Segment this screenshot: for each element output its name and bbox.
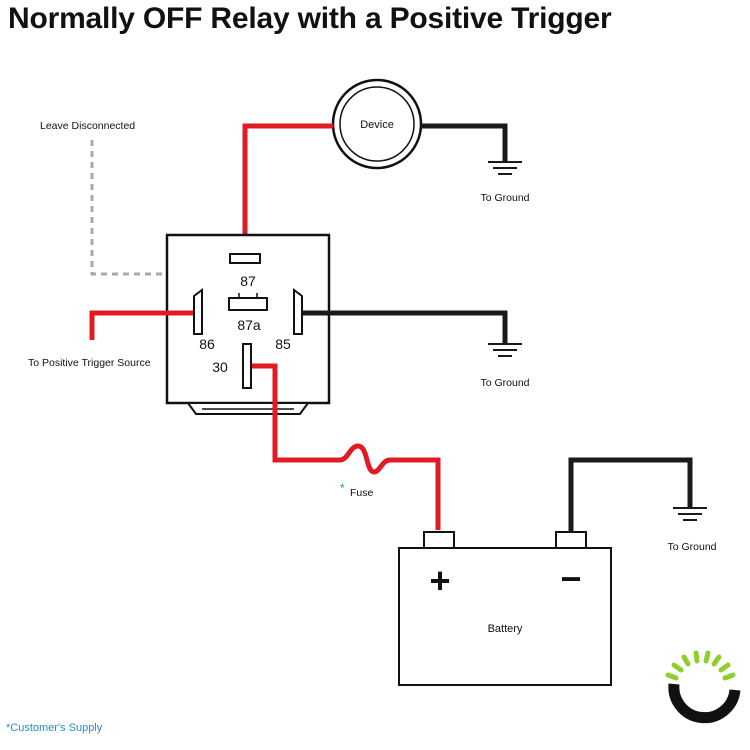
- ground-symbol-device: [488, 161, 522, 175]
- pin-85-label: 85: [275, 336, 291, 352]
- pin-87-label: 87: [240, 273, 256, 289]
- wire-87-to-device: [242, 123, 333, 260]
- fuse-star: *: [340, 481, 345, 495]
- battery-minus-sign: −: [560, 558, 581, 599]
- ground-symbol-battery: [673, 507, 707, 521]
- pin-86-terminal: [193, 288, 203, 335]
- diagram-title: Normally OFF Relay with a Positive Trigg…: [8, 2, 612, 35]
- brand-logo-icon: [665, 650, 741, 724]
- wire-86-trigger: [89, 310, 193, 340]
- ground-symbol-relay: [488, 343, 522, 357]
- wire-device-to-ground: [421, 123, 508, 162]
- to-ground-battery-label: To Ground: [667, 541, 716, 553]
- customers-supply-note: *Customer's Supply: [6, 722, 103, 734]
- pin-30-terminal: [242, 343, 252, 389]
- device-label: Device: [360, 119, 394, 131]
- battery-negative-terminal: [555, 531, 587, 549]
- fuse-label: Fuse: [350, 487, 374, 499]
- pin-87a-terminal: [228, 297, 268, 311]
- leave-disconnected-label: Leave Disconnected: [40, 120, 135, 132]
- wire-30-to-battery: [252, 363, 441, 530]
- battery-positive-terminal: [423, 531, 455, 549]
- pin-87a-label: 87a: [237, 317, 261, 333]
- pin-85-terminal: [293, 288, 303, 335]
- to-positive-trigger-label: To Positive Trigger Source: [28, 357, 151, 369]
- pin-87-terminal: [229, 253, 261, 264]
- to-ground-relay-label: To Ground: [480, 377, 529, 389]
- device-circle-inner: [339, 86, 415, 162]
- battery-label: Battery: [488, 623, 523, 635]
- battery-plus-sign: +: [429, 560, 450, 601]
- battery-body: [398, 547, 612, 686]
- pin-86-label: 86: [199, 336, 215, 352]
- to-ground-device-label: To Ground: [480, 192, 529, 204]
- pin-30-label: 30: [212, 359, 228, 375]
- wire-85-to-ground: [303, 310, 508, 344]
- wire-battery-to-ground: [568, 457, 693, 532]
